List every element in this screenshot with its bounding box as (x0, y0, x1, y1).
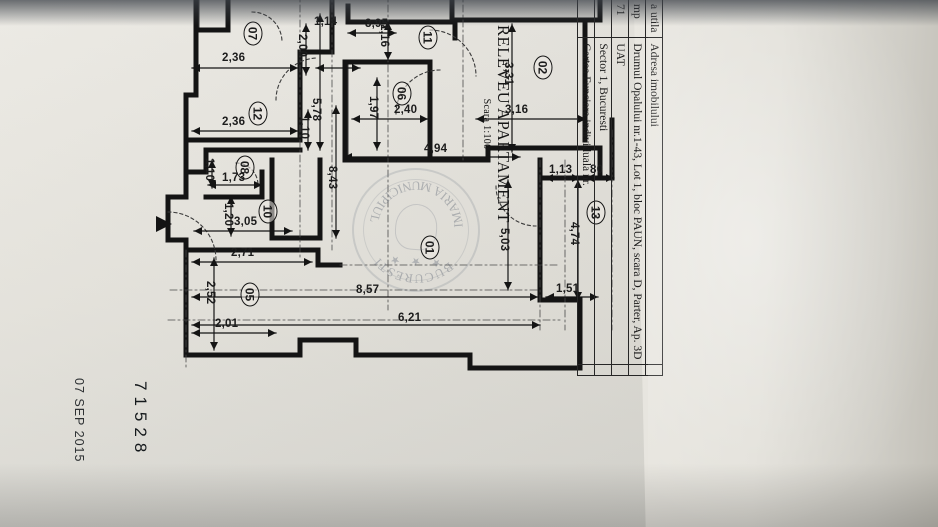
official-seal-stamp: BUCURESTI PRIMARIA MUNICIPIULUI ★ ★ ★ (347, 163, 485, 297)
dim-1-10-room08: 1,10 (203, 158, 215, 182)
room-bubble-07: 07 (243, 21, 263, 46)
cell-empty-label-2 (577, 0, 595, 38)
cell-address-value: Drumul Opalului nr.1-43, Lot 1, bloc PAU… (628, 37, 646, 365)
cell-suprafata-label: a utila (645, 0, 663, 38)
dim-2-00-room07: 2,00 (296, 34, 308, 58)
room-bubble-05: 05 (240, 282, 260, 307)
dim-1-13-room13: 1,13 (549, 164, 573, 176)
dim-1-20-room10: 1,20 (222, 203, 234, 227)
cell-blank-4 (594, 364, 612, 376)
cell-suprafata-value: 71 (611, 0, 629, 38)
table-row-sector: Sector 1, Bucuresti (594, 0, 612, 376)
cell-empty-label (594, 0, 612, 38)
cell-uat-value: Sector 1, Bucuresti (594, 37, 612, 365)
room-bubble-12: 12 (248, 101, 268, 126)
cell-cf-label: Cartea Funciara individuala nr. (577, 37, 595, 365)
dim-2-36-room07: 2,36 (222, 52, 246, 64)
dim-2-52-room05: 2,52 (204, 281, 216, 305)
dim-4-94: 4,94 (424, 143, 448, 155)
dim-80-room13: 80 (590, 164, 604, 176)
table-row-suprafata: a utila Adresa imobilului (645, 0, 663, 376)
dim-6-21-room01: 6,21 (398, 312, 422, 324)
cell-unit-mp: mp (628, 0, 646, 38)
seal-arc-text: BUCURESTI PRIMARIA MUNICIPIULUI (362, 175, 482, 294)
dim-2-40-room06: 2,40 (394, 104, 418, 116)
document-title: RELEVEU APARTAMENT (494, 24, 513, 224)
title-block: RELEVEU APARTAMENT Scara 1:100 a utila A… (405, 0, 663, 518)
dim-8-43: 8,43 (326, 166, 338, 190)
cell-blank-1 (645, 364, 663, 376)
table-row-cf: Cartea Funciara individuala nr. (577, 0, 595, 376)
dim-2-01-room05: 2,01 (215, 318, 239, 330)
document-scale: Scara 1:100 (481, 98, 492, 150)
document-number-stamp: 71528 (131, 381, 150, 459)
dim-1-14: 1,14 (314, 16, 338, 28)
north-marker-icon (156, 216, 172, 232)
cell-blank-5 (577, 364, 595, 376)
cell-address-label: Adresa imobilului (645, 37, 663, 365)
dim-1-73-room08: 1,73 (222, 172, 246, 184)
cell-blank-2 (628, 364, 646, 376)
dim-3-05-room10: 3,05 (234, 216, 258, 228)
cell-blank-3 (611, 364, 629, 376)
dim-2-71-room05: 2,71 (231, 247, 255, 259)
room-bubble-10: 10 (258, 199, 278, 224)
title-block-heading: RELEVEU APARTAMENT Scara 1:100 (481, 4, 513, 244)
table-row-uat: 71 UAT (611, 0, 629, 376)
dim-1-16-room11: 1,16 (378, 24, 390, 48)
dim-2-36-room12: 2,36 (222, 116, 246, 128)
dim-1-51-room13: 1,51 (556, 283, 580, 295)
dim-3-16-room02: 3,16 (505, 104, 529, 116)
dim-5-78: 5,78 (310, 98, 322, 122)
dim-1-97-room06: 1,97 (367, 96, 379, 120)
cell-uat-label: UAT (611, 37, 629, 365)
title-block-table: a utila Adresa imobilului mp Drumul Opal… (577, 0, 663, 376)
table-row-mp: mp Drumul Opalului nr.1-43, Lot 1, bloc … (628, 0, 646, 376)
date-stamp: 07 SEP 2015 (72, 378, 86, 463)
dim-1-10-room12: 1,10 (298, 116, 310, 140)
dim-8-57-room01: 8,57 (356, 284, 380, 296)
